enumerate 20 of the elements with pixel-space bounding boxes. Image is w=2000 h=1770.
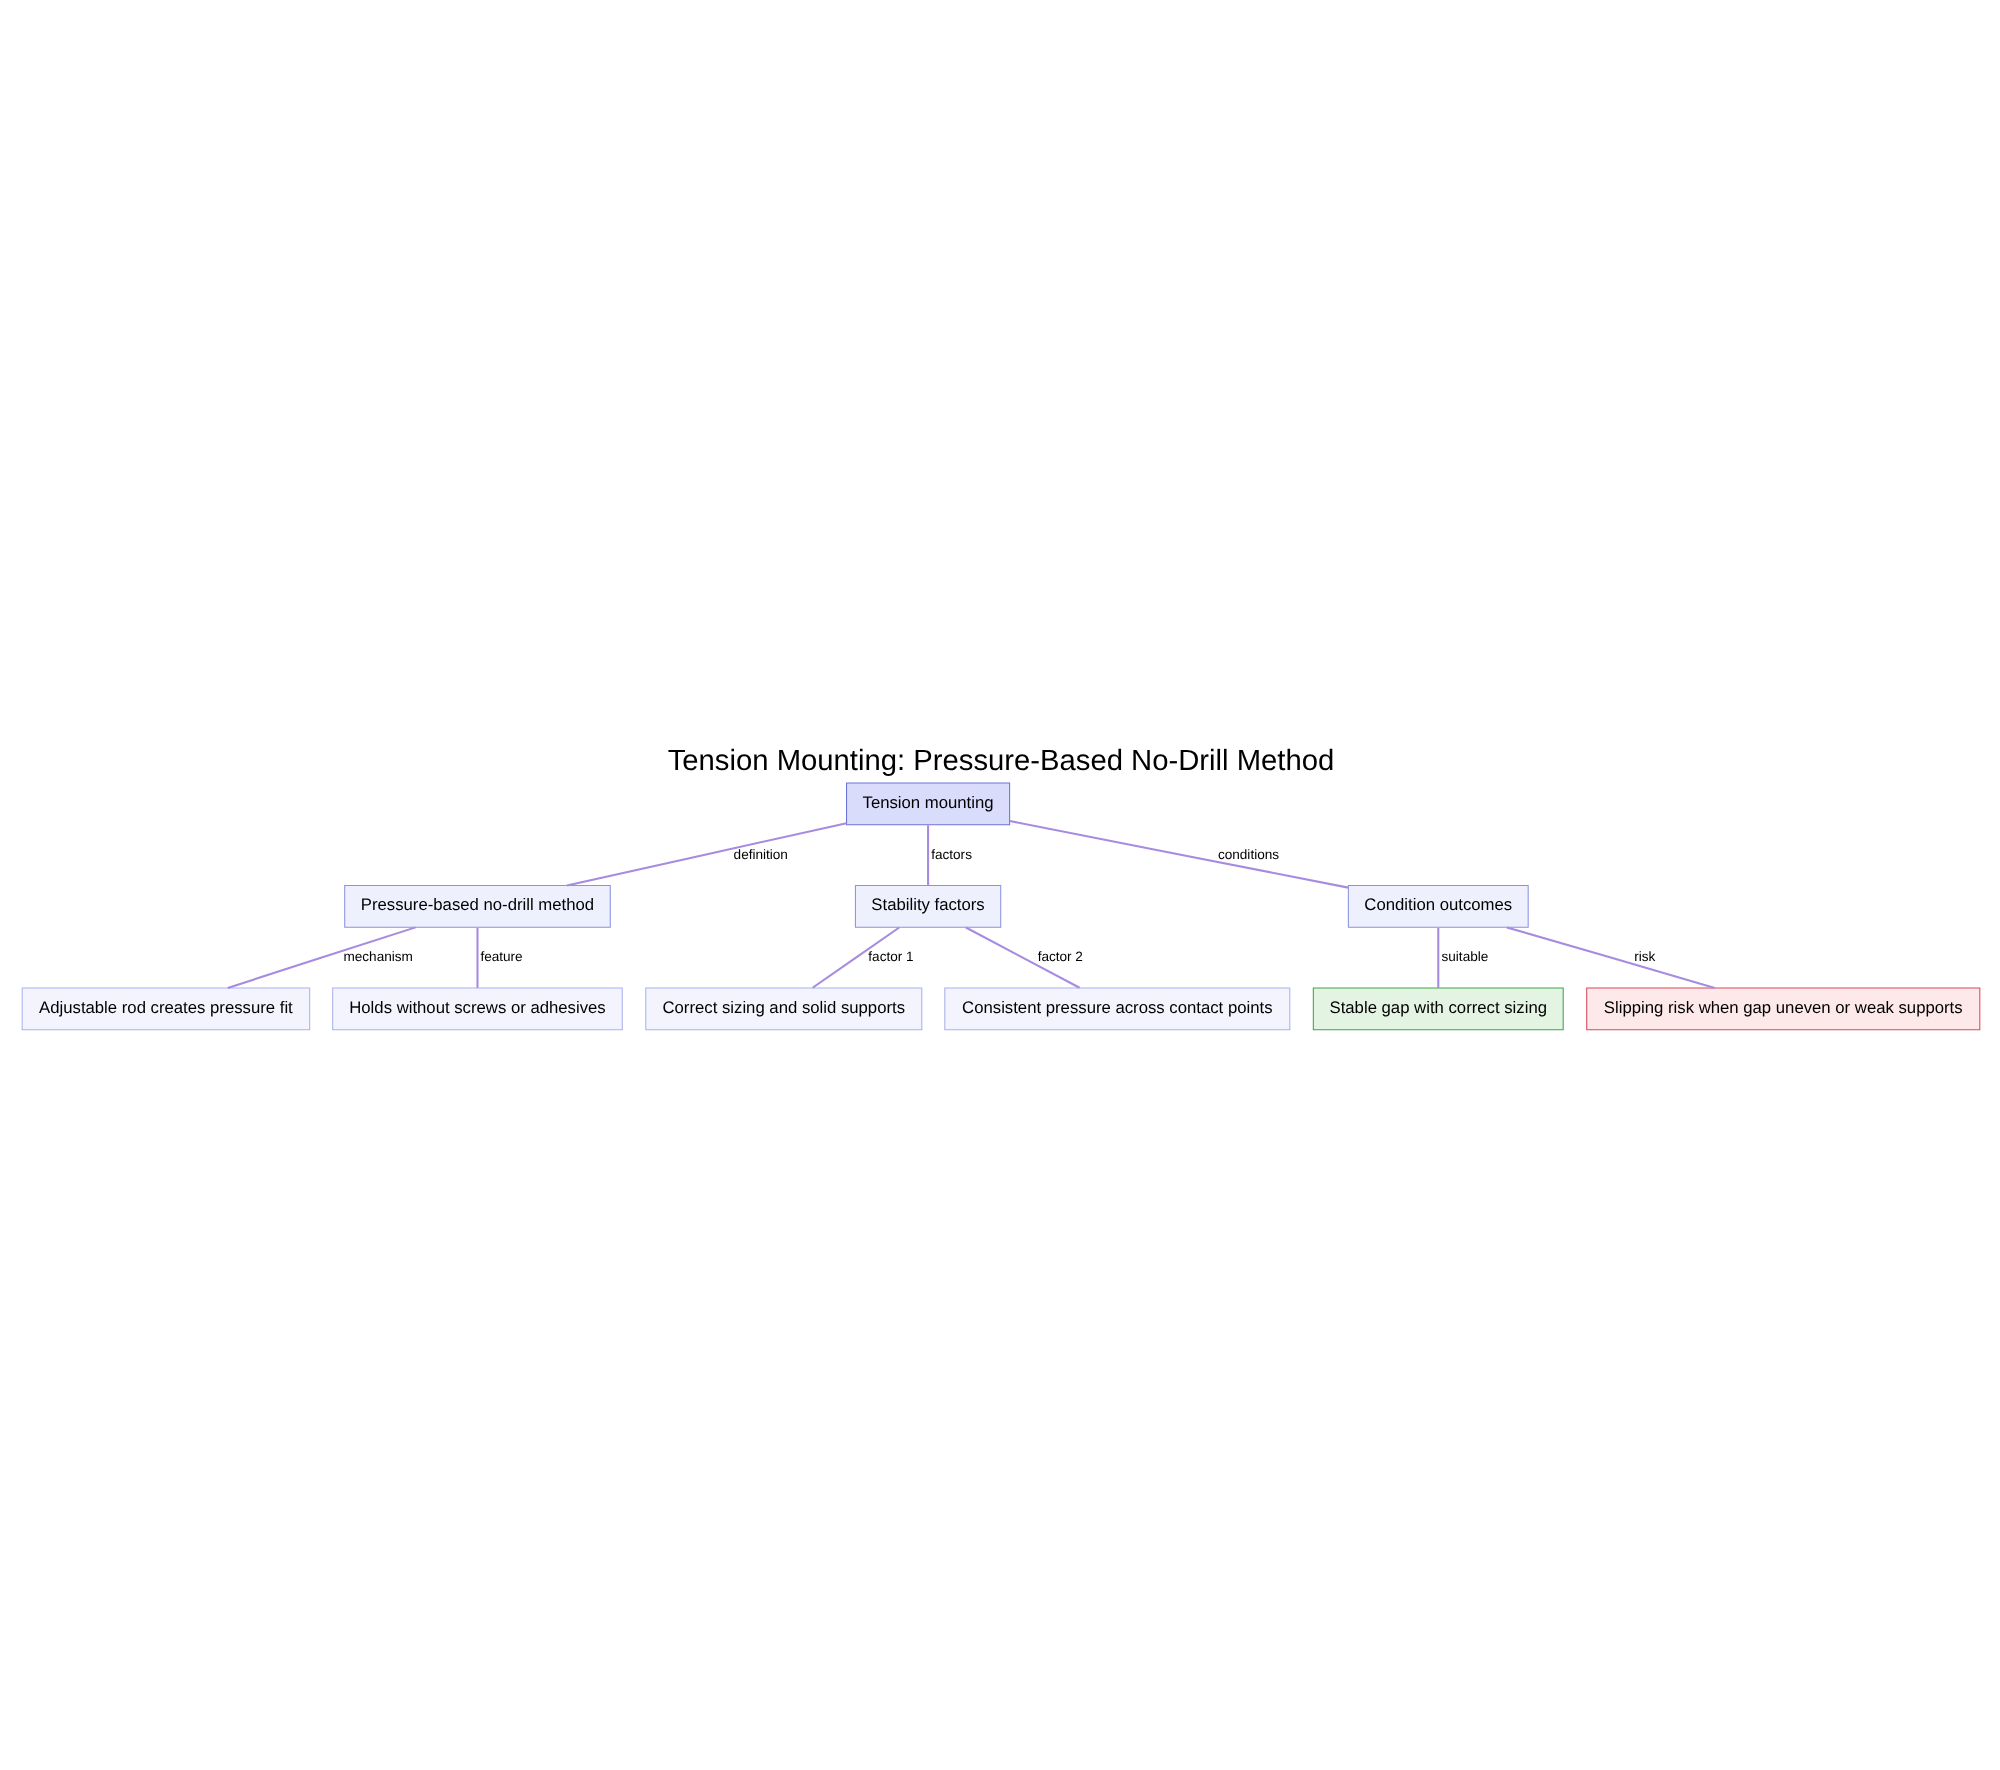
node-box: Tension mounting bbox=[845, 781, 1010, 825]
node-box: Stable gap with correct sizing bbox=[1311, 986, 1563, 1030]
node-box: Stability factors bbox=[853, 883, 1001, 927]
connector bbox=[811, 925, 899, 988]
node-box: Consistent pressure across contact points bbox=[943, 986, 1290, 1030]
node-box: Holds without screws or adhesives bbox=[331, 986, 622, 1030]
connector bbox=[1008, 819, 1348, 888]
connector bbox=[226, 925, 415, 988]
connector bbox=[1436, 926, 1439, 987]
diagram-title: Tension Mounting: Pressure-Based No-Drill Method bbox=[666, 744, 1334, 777]
node-box: Adjustable rod creates pressure fit bbox=[20, 986, 310, 1030]
connector bbox=[1505, 925, 1715, 988]
connector bbox=[565, 821, 846, 886]
node-box: Slipping risk when gap uneven or weak supports bbox=[1585, 986, 1980, 1030]
connector bbox=[926, 824, 929, 885]
node-box: Pressure-based no-drill method bbox=[343, 883, 610, 927]
node-box: Condition outcomes bbox=[1346, 883, 1528, 927]
node-box: Correct sizing and solid supports bbox=[644, 986, 922, 1030]
connector bbox=[964, 925, 1080, 988]
connector bbox=[475, 926, 478, 987]
